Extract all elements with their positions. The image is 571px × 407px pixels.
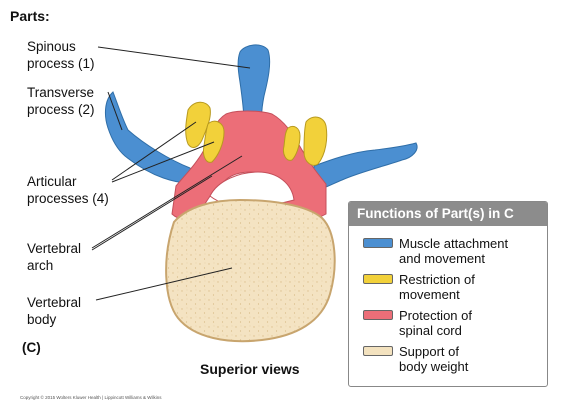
leader-arch-1 <box>91 155 243 249</box>
figure-caption: Superior views <box>200 361 300 377</box>
label-body-line2: body <box>27 312 57 327</box>
leader-articular-1 <box>111 121 197 181</box>
label-articular-line2: processes (4) <box>27 191 109 206</box>
label-transverse-line2: process (2) <box>27 102 95 117</box>
legend-text-muscle: Muscle attachment and movement <box>399 236 508 266</box>
left-transverse-process <box>104 91 199 184</box>
legend-muscle-line2: and movement <box>399 251 485 266</box>
legend-title: Functions of Part(s) in C <box>349 202 547 226</box>
label-spinous-line1: Spinous <box>27 39 76 54</box>
leader-arch-2 <box>91 175 213 251</box>
label-vertebral-arch: Vertebral arch <box>27 240 81 274</box>
legend-muscle-line1: Muscle attachment <box>399 236 509 251</box>
legend-support-line2: body weight <box>399 359 469 374</box>
legend-swatch-red <box>363 310 393 320</box>
legend-restriction-line1: Restriction of <box>399 272 475 287</box>
articular-process-right-outer <box>303 116 328 166</box>
label-vertebral-body: Vertebral body <box>27 294 81 328</box>
legend-swatch-blue <box>363 238 393 248</box>
parts-heading: Parts: <box>10 8 50 24</box>
legend-support-line1: Support of <box>399 344 459 359</box>
articular-process-left-outer <box>185 101 211 148</box>
leader-transverse <box>107 91 123 131</box>
legend-text-restriction: Restriction of movement <box>399 272 475 302</box>
label-spinous-line2: process (1) <box>27 56 95 71</box>
legend-text-protection: Protection of spinal cord <box>399 308 472 338</box>
label-arch-line2: arch <box>27 258 54 273</box>
leader-articular-2 <box>111 141 215 183</box>
legend-protection-line2: spinal cord <box>399 323 462 338</box>
copyright-notice: Copyright © 2015 Wolters Kluwer Health |… <box>20 395 162 400</box>
panel-label: (C) <box>22 340 41 355</box>
articular-process-right-inner <box>283 125 301 161</box>
right-transverse-process <box>313 142 418 191</box>
label-body-line1: Vertebral <box>27 295 82 310</box>
legend-swatch-beige <box>363 346 393 356</box>
spinous-process <box>237 44 271 123</box>
label-transverse-process: Transverse process (2) <box>27 84 95 118</box>
vertebral-body <box>165 198 336 343</box>
functions-legend: Functions of Part(s) in C Muscle attachm… <box>348 201 548 387</box>
label-spinous-process: Spinous process (1) <box>27 38 95 72</box>
legend-restriction-line2: movement <box>399 287 460 302</box>
leader-spinous <box>97 46 251 69</box>
label-articular-line1: Articular <box>27 174 77 189</box>
legend-protection-line1: Protection of <box>399 308 472 323</box>
label-articular-processes: Articular processes (4) <box>27 173 109 207</box>
label-arch-line1: Vertebral <box>27 241 82 256</box>
leader-body <box>95 267 233 301</box>
legend-swatch-yellow <box>363 274 393 284</box>
label-transverse-line1: Transverse <box>27 85 95 100</box>
legend-text-support: Support of body weight <box>399 344 468 374</box>
